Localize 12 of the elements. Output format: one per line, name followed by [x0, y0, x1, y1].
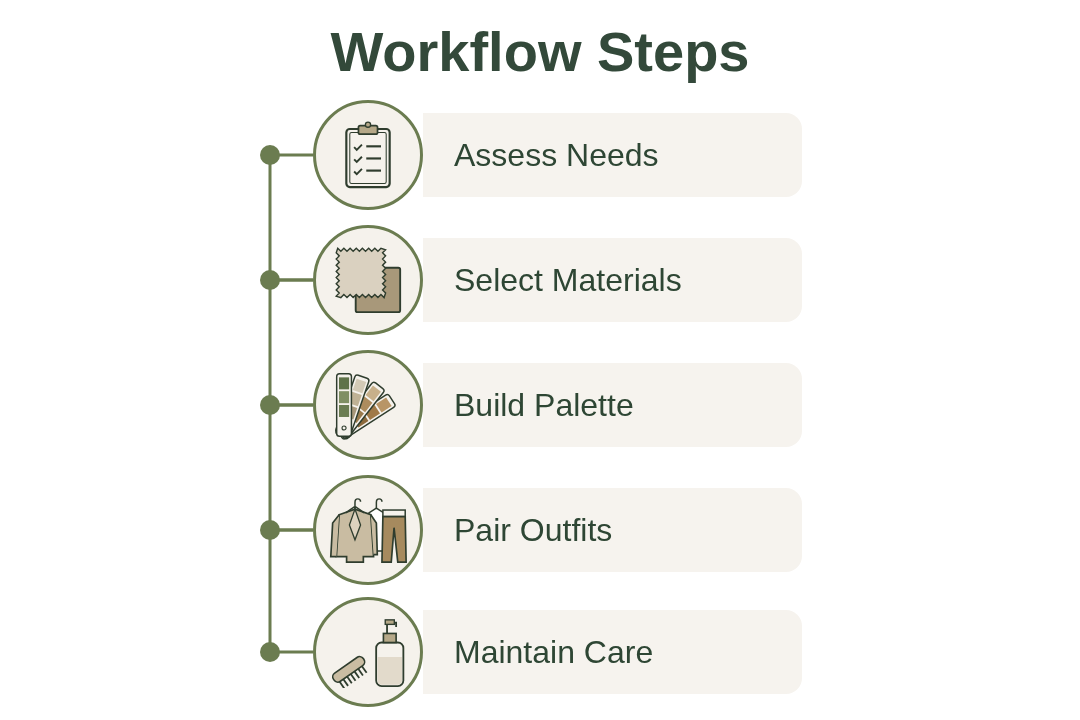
step-card [423, 488, 802, 572]
connector-line [268, 528, 313, 654]
step-card [423, 363, 802, 447]
step-card [423, 113, 802, 197]
step-label: Pair Outfits [454, 511, 614, 549]
step-label: Maintain Care [454, 633, 655, 671]
title: Workflow Steps [329, 20, 751, 84]
step-label: Select Materials [454, 261, 683, 299]
step-label: Assess Needs [454, 136, 660, 174]
step-label: Build Palette [454, 386, 635, 424]
step-card [423, 238, 802, 322]
step-card [423, 610, 802, 694]
